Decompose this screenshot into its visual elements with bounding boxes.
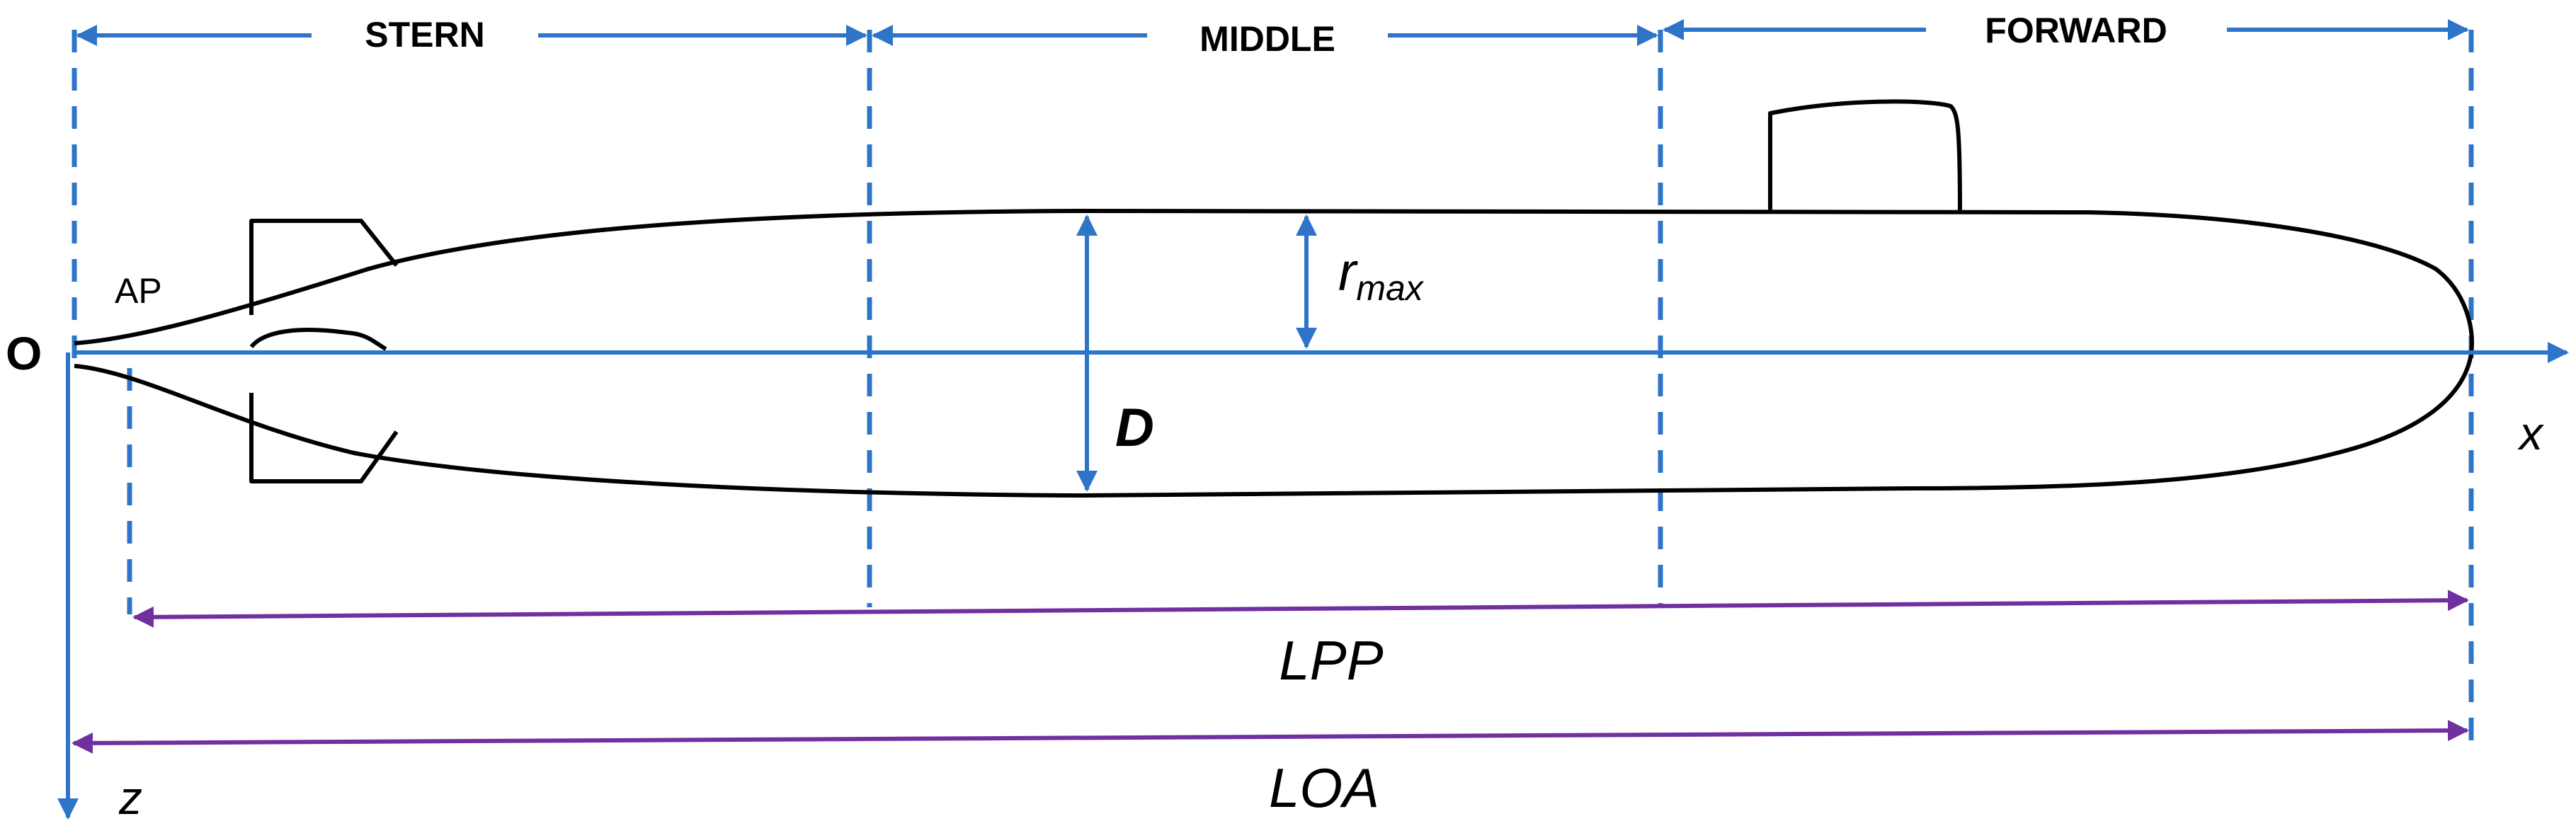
rmax-label: rmax — [1338, 242, 1425, 308]
submarine-outline — [74, 99, 2474, 498]
rmax-symbol: r — [1338, 242, 1358, 302]
section-label-stern: STERN — [365, 15, 484, 55]
sail — [1768, 99, 1962, 214]
hull — [74, 209, 2474, 498]
loa-dimension — [72, 720, 2469, 754]
x-axis-label: x — [2517, 407, 2544, 459]
propeller-hub — [249, 328, 387, 351]
loa-label: LOA — [1269, 757, 1379, 819]
upper-stern-fin — [249, 219, 399, 315]
lpp-label: LPP — [1279, 629, 1383, 692]
z-axis-label: z — [118, 771, 142, 824]
lpp-dimension — [132, 590, 2469, 628]
origin-label: O — [6, 327, 42, 379]
section-boundaries — [72, 30, 2474, 743]
diameter-label: D — [1115, 398, 1154, 458]
ap-label: AP — [115, 271, 162, 311]
lower-stern-fin — [249, 393, 399, 483]
section-label-middle: MIDDLE — [1199, 19, 1335, 59]
section-span-arrows — [76, 19, 2469, 46]
section-label-forward: FORWARD — [1985, 11, 2167, 50]
rmax-subscript: max — [1356, 268, 1424, 308]
